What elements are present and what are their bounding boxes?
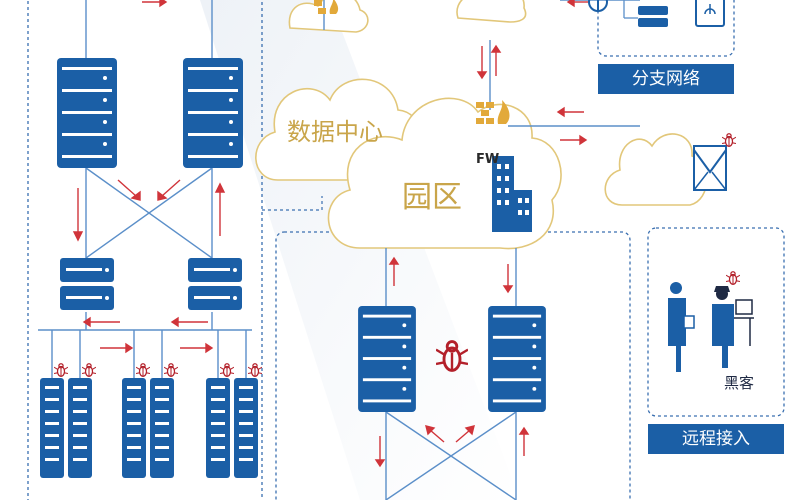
virus-icon [164, 363, 178, 377]
server-icon [488, 306, 546, 412]
remote-access-label: 远程接入 [648, 424, 784, 454]
data-center-label: 数据中心 [287, 118, 383, 146]
virus-icon [54, 363, 68, 377]
virus-icon [220, 363, 234, 377]
firewall-icon [476, 100, 510, 124]
left-links [38, 0, 252, 378]
branch-panel-border [597, 0, 735, 57]
person-icon [668, 282, 695, 372]
virus-icon [248, 363, 262, 377]
server-icon [183, 58, 243, 168]
left-panel-border [27, 0, 263, 504]
virus-icon [136, 363, 150, 377]
laptop-icon [695, 0, 725, 27]
fw-label: FW [476, 152, 500, 167]
hacker-icon [712, 286, 754, 368]
server-tower-icon [122, 378, 146, 478]
virus-icon [82, 363, 96, 377]
mail-icon [693, 145, 727, 191]
server-tower-icon [206, 378, 230, 478]
top-cloud-left [288, 0, 369, 33]
remote-panel-border [647, 227, 785, 417]
hacker-label: 黑客 [724, 374, 755, 392]
server-icon [57, 58, 117, 168]
campus-label: 园区 [402, 180, 462, 215]
switch-icon [60, 258, 114, 310]
virus-icon [726, 271, 740, 285]
flow-arrows [72, 0, 590, 468]
server-tower-icon [234, 378, 258, 478]
server-tower-icon [150, 378, 174, 478]
branch-cloud [604, 133, 708, 206]
branch-network-label: 分支网络 [598, 64, 734, 94]
server-icon [358, 306, 416, 412]
virus-icon [722, 133, 736, 147]
firewall-top-icon [314, 0, 339, 14]
campus-links [323, 0, 640, 501]
switch-small-icon [623, 0, 668, 27]
router-icon [588, 0, 608, 12]
building-icon [492, 156, 532, 232]
server-tower-icon [40, 378, 64, 478]
switch-icon [188, 258, 242, 310]
top-cloud-right [456, 0, 527, 23]
server-tower-icon [68, 378, 92, 478]
dc-connector [262, 196, 323, 211]
